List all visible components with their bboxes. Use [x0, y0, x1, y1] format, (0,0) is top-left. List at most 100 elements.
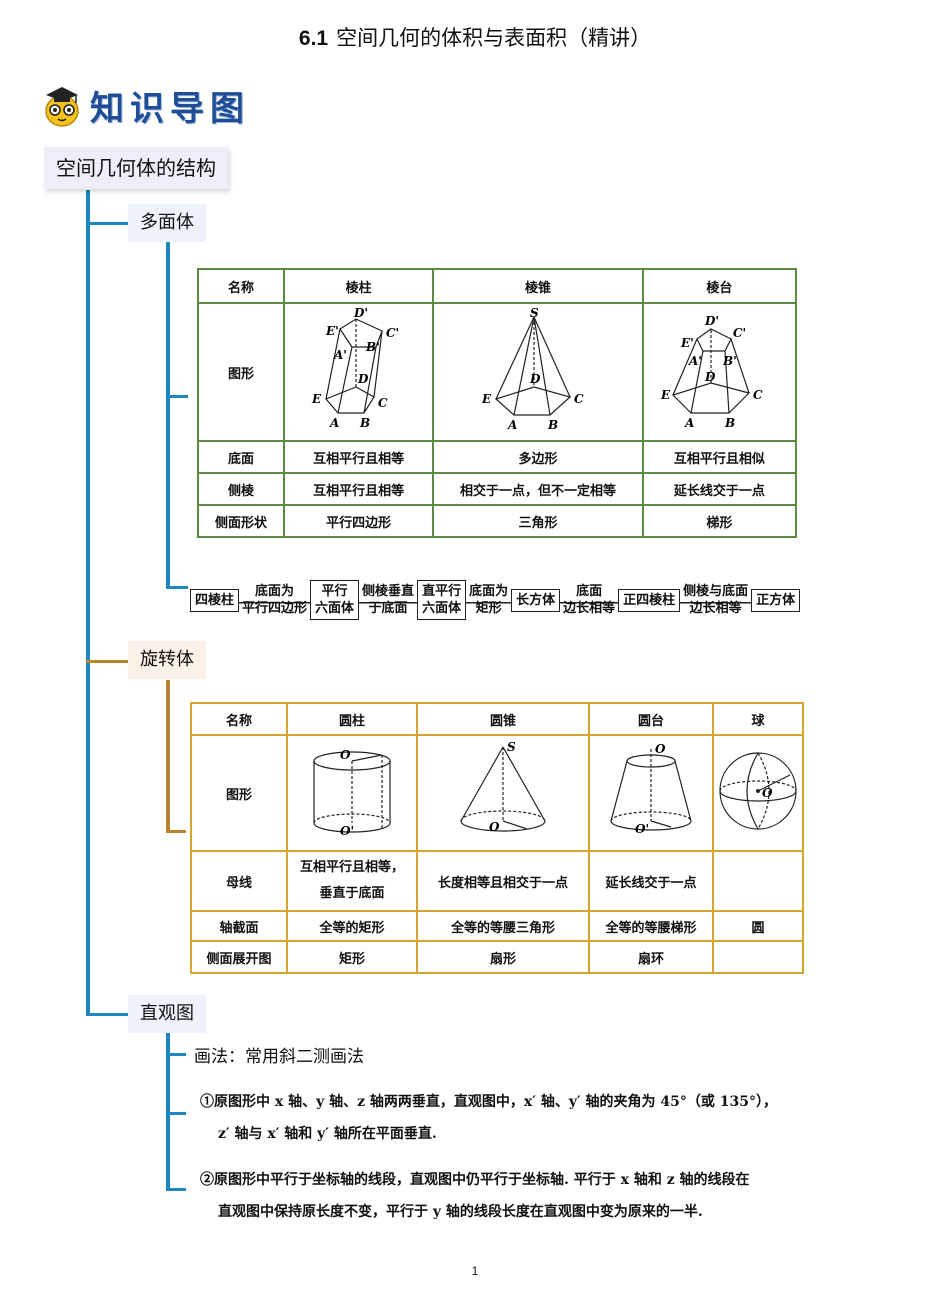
table-cell	[712, 940, 804, 974]
vertex-label: E	[311, 392, 322, 406]
vertex-label: E'	[325, 324, 339, 338]
table-cell: 梯形	[641, 504, 798, 538]
rule-two-line2: 直观图中保持原长度不变，平行于 y 轴的线段长度在直观图中变为原来的一半.	[218, 1204, 703, 1220]
table-header: 棱锥	[432, 268, 644, 304]
vertex-label: B'	[365, 340, 380, 354]
flow-box: 平行六面体	[310, 580, 360, 620]
table-header: 名称	[190, 702, 288, 736]
row-label: 侧面形状	[196, 504, 286, 538]
flow-box: 四棱柱	[190, 588, 240, 612]
intuitive-rule1-connector	[166, 1112, 186, 1115]
table-header: 名称	[196, 268, 286, 304]
table-cell: 长度相等且相交于一点	[416, 850, 590, 912]
vertex-label: A'	[333, 348, 347, 362]
vertex-label: E'	[680, 336, 694, 350]
row-label: 侧面展开图	[190, 940, 288, 974]
row-label: 母线	[190, 850, 288, 912]
center-label: O'	[635, 822, 649, 836]
intuitive-node: 直观图	[128, 995, 206, 1033]
page-title: 6.1 空间几何的体积与表面积（精讲）	[0, 22, 950, 52]
row-label: 图形	[196, 302, 286, 442]
polyhedra-flow-connector	[166, 586, 188, 589]
rule-one-line1: ①原图形中 x 轴、y 轴、z 轴两两垂直，直观图中，x′ 轴、y′ 轴的夹角为…	[200, 1094, 777, 1110]
frustum-figure-cell: D' E' C' A' B' D E C A B	[641, 302, 798, 442]
table-header: 棱台	[641, 268, 798, 304]
pyramid-figure-cell: S D E C A B	[432, 302, 644, 442]
polyhedra-table-connector	[166, 395, 188, 398]
vertex-label: C	[753, 388, 763, 402]
table-cell: 扇形	[416, 940, 590, 974]
flow-arrow: 底面为矩形	[466, 583, 512, 617]
tree-connector-intuitive	[86, 1013, 128, 1016]
rotation-table: 名称 圆柱 圆锥 圆台 球 图形 O O'	[190, 702, 804, 974]
rule-one-line2: z′ 轴与 x′ 轴和 y′ 轴所在平面垂直.	[218, 1126, 437, 1142]
table-header: 圆台	[588, 702, 714, 736]
tree-connector-polyhedra	[86, 222, 128, 225]
center-label: O	[655, 742, 666, 756]
center-label: O'	[340, 824, 354, 838]
table-cell: 互相平行且相似	[641, 440, 798, 474]
section-number: 6.1	[298, 27, 329, 50]
vertex-label: D'	[353, 307, 368, 320]
frustum-cone-figure-cell: O O'	[588, 734, 714, 852]
apex-label: S	[507, 740, 516, 754]
flow-arrow: 底面为平行四边形	[239, 583, 311, 617]
vertex-label: C'	[386, 326, 399, 340]
table-cell: 全等的等腰梯形	[588, 910, 714, 942]
drawing-method: 画法：常用斜二测画法	[194, 1047, 364, 1067]
vertex-label: D'	[704, 314, 719, 328]
intuitive-method-connector	[166, 1053, 186, 1056]
table-cell: 矩形	[286, 940, 418, 974]
flow-arrow: 侧棱垂直于底面	[359, 583, 418, 617]
intuitive-rule2-connector	[166, 1188, 186, 1191]
page-number: 1	[471, 1264, 479, 1278]
center-label: O	[489, 820, 500, 834]
vertex-label: A	[329, 416, 339, 430]
sphere-figure-cell: O	[712, 734, 804, 852]
rule-two-line1: ②原图形中平行于坐标轴的线段，直观图中仍平行于坐标轴. 平行于 x 轴和 z 轴…	[200, 1172, 750, 1188]
table-cell: 互相平行且相等	[283, 440, 435, 474]
section-title: 空间几何的体积与表面积（精讲）	[336, 26, 652, 50]
truncated-cone-figure: O O'	[610, 742, 692, 836]
row-label: 底面	[196, 440, 286, 474]
polyhedra-node: 多面体	[128, 204, 206, 242]
scholar-owl-icon	[45, 87, 79, 127]
center-label: O	[340, 748, 351, 762]
vertex-label: A'	[688, 354, 702, 368]
table-cell: 平行四边形	[283, 504, 435, 538]
table-header: 圆锥	[416, 702, 590, 736]
vertex-label: D	[529, 372, 541, 386]
cone-figure: S O	[460, 740, 546, 834]
polyhedra-branch-line	[166, 242, 170, 588]
flow-arrow: 底面边长相等	[560, 583, 619, 617]
rule-two: ②原图形中平行于坐标轴的线段，直观图中仍平行于坐标轴. 平行于 x 轴和 z 轴…	[200, 1164, 900, 1228]
banner-title: 知识导图	[90, 88, 250, 129]
prism-figure: D' E' C' B' A' D E C A B	[311, 306, 399, 430]
tree-connector-rotation	[86, 660, 128, 663]
table-cell: 相交于一点，但不一定相等	[432, 472, 644, 506]
vertex-label: B	[724, 416, 735, 430]
vertex-label: D	[357, 372, 369, 386]
vertex-label: E	[660, 388, 671, 402]
table-header: 圆柱	[286, 702, 418, 736]
table-cell: 延长线交于一点	[588, 850, 714, 912]
vertex-label: B	[547, 418, 558, 432]
frustum-figure: D' E' C' A' B' D E C A B	[660, 314, 763, 430]
vertex-label: C'	[733, 326, 746, 340]
cylinder-figure: O O'	[313, 748, 391, 838]
vertex-label: E	[481, 392, 492, 406]
vertex-label: C	[378, 396, 388, 410]
flow-box: 正方体	[751, 588, 801, 612]
table-cell: 互相平行且相等	[283, 472, 435, 506]
rotation-table-connector	[166, 830, 186, 833]
knowledge-map-banner: 知识导图	[44, 80, 250, 130]
rule-one: ①原图形中 x 轴、y 轴、z 轴两两垂直，直观图中，x′ 轴、y′ 轴的夹角为…	[200, 1086, 900, 1150]
vertex-label: A	[507, 418, 517, 432]
vertex-label: S	[530, 307, 539, 320]
table-cell: 延长线交于一点	[641, 472, 798, 506]
cylinder-figure-cell: O O'	[286, 734, 418, 852]
table-cell: 全等的矩形	[286, 910, 418, 942]
vertex-label: C	[574, 392, 584, 406]
mindmap-root-node: 空间几何体的结构	[44, 147, 228, 189]
table-cell: 扇环	[588, 940, 714, 974]
